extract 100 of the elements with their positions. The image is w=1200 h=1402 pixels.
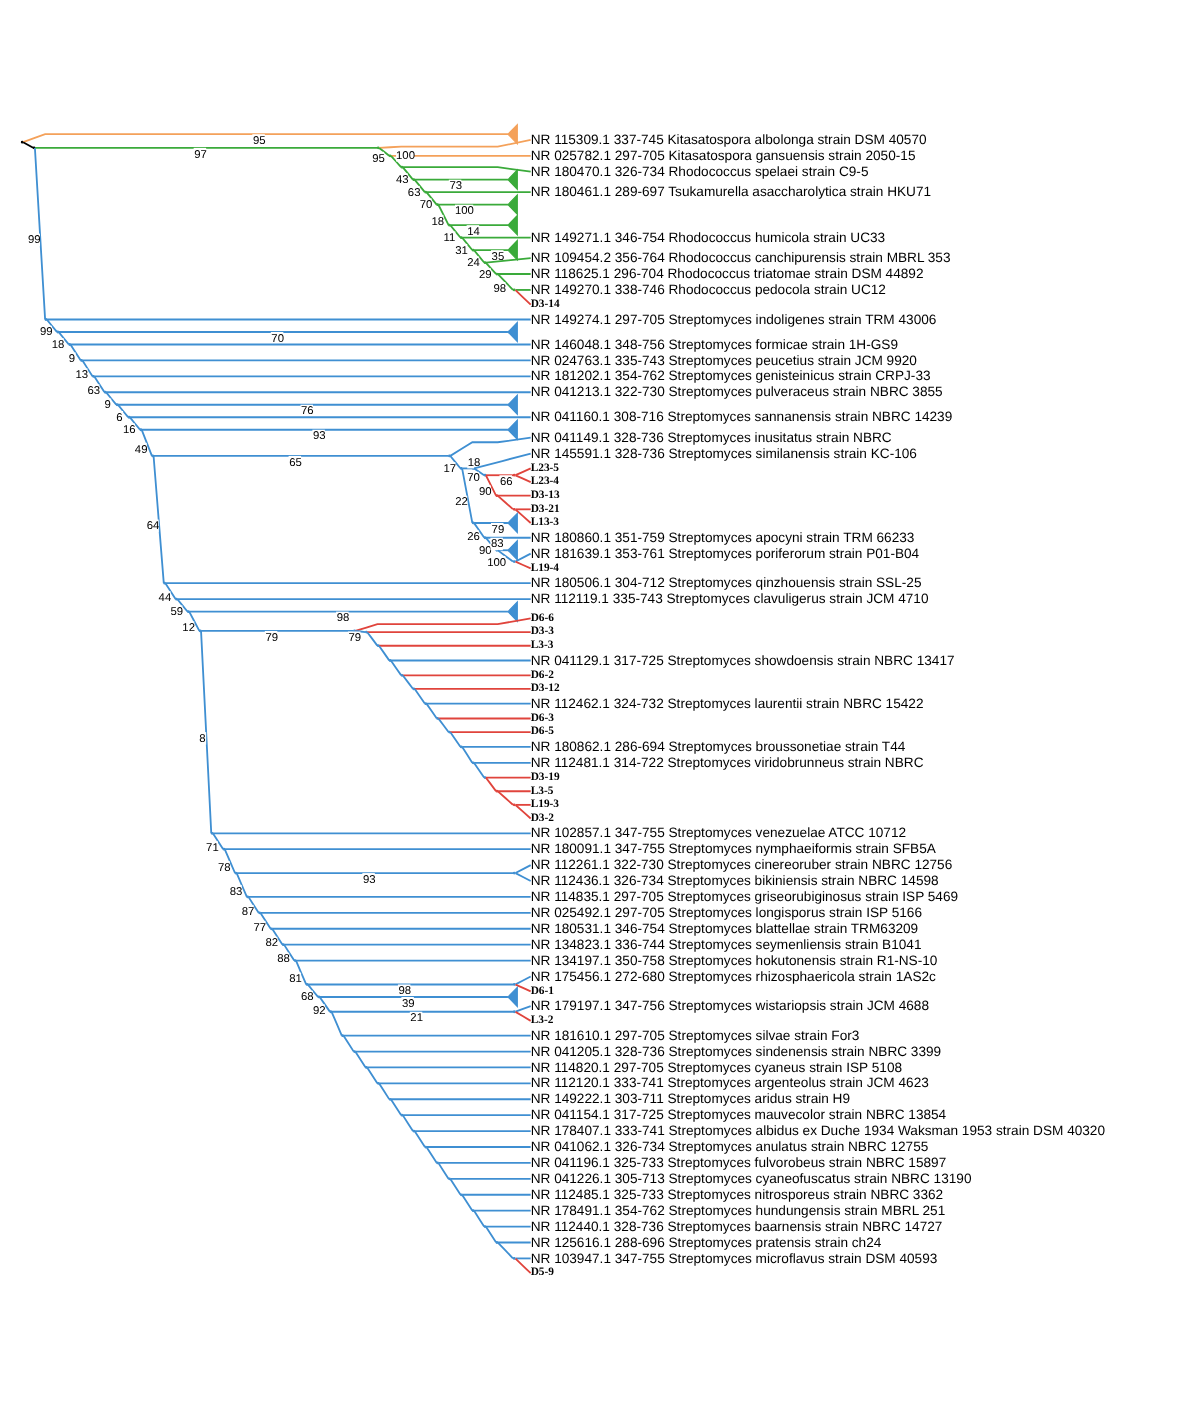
node-point <box>400 672 404 676</box>
node-triangle <box>507 192 518 215</box>
connector <box>514 466 532 476</box>
node-point <box>305 982 309 985</box>
connector <box>514 288 532 290</box>
node-point <box>412 1128 416 1132</box>
node-point <box>400 164 404 168</box>
node-point <box>471 1208 475 1212</box>
node-point <box>512 287 516 291</box>
node-point <box>459 1192 463 1196</box>
connector <box>514 802 532 805</box>
node-point <box>68 342 72 345</box>
connector <box>354 1049 367 1068</box>
node-point <box>364 629 368 633</box>
connector <box>117 402 129 418</box>
node-point <box>448 1176 451 1180</box>
node-point <box>424 189 428 193</box>
connector <box>514 1009 532 1021</box>
node-point <box>512 982 516 985</box>
connector <box>22 132 509 143</box>
node-point <box>471 520 475 524</box>
connector <box>437 716 532 719</box>
node-triangle <box>507 238 518 261</box>
node-point <box>400 1112 404 1116</box>
node-point <box>412 686 416 690</box>
node-point <box>512 506 516 510</box>
connector <box>413 177 509 180</box>
connector <box>69 342 532 345</box>
node-triangle <box>507 510 518 534</box>
connector <box>514 507 532 523</box>
node-point <box>471 760 475 764</box>
connector <box>390 1097 532 1100</box>
connector <box>140 427 509 430</box>
node-triangle <box>507 167 518 190</box>
node-triangle <box>507 417 518 440</box>
node-point <box>258 910 261 914</box>
node-point <box>376 1081 380 1084</box>
node-point <box>512 1256 516 1259</box>
node-point <box>459 466 463 469</box>
node-point <box>483 260 487 264</box>
node-triangle <box>507 122 518 145</box>
connector <box>514 982 532 992</box>
connector <box>514 559 532 569</box>
node-point <box>448 729 451 733</box>
connector <box>378 1081 391 1100</box>
node-point <box>424 701 428 705</box>
node-point <box>329 1009 333 1013</box>
node-point <box>127 414 131 418</box>
connector <box>342 1033 355 1052</box>
node-point <box>495 493 499 497</box>
node-point <box>115 402 119 406</box>
connector <box>401 673 532 676</box>
connector <box>485 535 532 538</box>
connector <box>514 288 532 305</box>
node-point <box>20 139 24 143</box>
node-point <box>56 329 60 333</box>
node-point <box>376 145 380 149</box>
connector <box>425 701 438 719</box>
connector <box>378 138 532 148</box>
connector <box>461 235 532 238</box>
node-point <box>32 145 36 149</box>
node-point <box>512 802 516 806</box>
node-point <box>186 609 190 613</box>
node-point <box>471 247 475 251</box>
connector <box>188 609 509 612</box>
connector <box>514 974 532 985</box>
connector <box>425 701 532 704</box>
node-point <box>317 994 321 998</box>
node-point <box>448 453 451 457</box>
node-point <box>353 628 356 632</box>
node-point <box>512 559 516 562</box>
connector <box>212 831 532 834</box>
node-triangle <box>507 392 518 415</box>
connector <box>378 1081 532 1084</box>
connector <box>307 982 514 985</box>
node-point <box>483 535 487 539</box>
node-point <box>512 870 516 874</box>
node-point <box>483 1224 487 1227</box>
node-triangle <box>507 599 518 622</box>
connector <box>496 493 514 510</box>
node-point <box>163 580 166 584</box>
connector <box>129 415 141 430</box>
connector <box>413 177 426 192</box>
connector <box>366 1065 379 1084</box>
connector <box>514 551 532 562</box>
connector <box>514 473 532 482</box>
node-point <box>459 235 463 239</box>
node-point <box>175 596 178 600</box>
node-point <box>436 202 439 206</box>
connector <box>366 1065 532 1068</box>
connector <box>354 1049 532 1052</box>
connector <box>117 402 509 405</box>
node-point <box>495 271 499 275</box>
connector <box>45 317 532 320</box>
connector <box>342 1033 532 1036</box>
connector <box>425 190 532 193</box>
connector <box>496 493 532 496</box>
node-point <box>198 628 202 632</box>
node-point <box>80 358 83 361</box>
connector <box>283 942 532 945</box>
